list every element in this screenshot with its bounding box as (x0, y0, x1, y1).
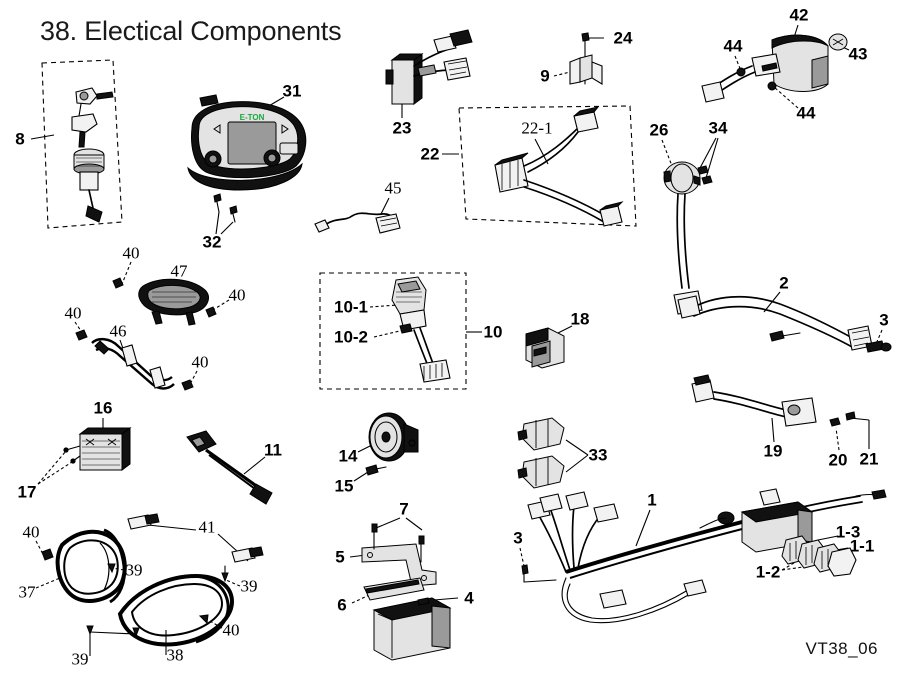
callout-26: 26 (649, 120, 669, 140)
callout-41: 41 (198, 517, 216, 537)
callout-1-1: 1-1 (849, 536, 875, 556)
callout-43: 43 (848, 44, 868, 64)
page-title: 38. Electical Components (40, 16, 342, 46)
callout-31: 31 (282, 81, 302, 101)
part-32-cluster-screws (213, 193, 238, 235)
callout-21: 21 (859, 449, 879, 469)
callout-22-1: 22-1 (521, 118, 553, 138)
callout-17: 17 (17, 482, 37, 502)
callout-22: 22 (420, 144, 440, 164)
cluster-brand-text: E-TON (240, 113, 265, 122)
callout-4: 4 (464, 588, 474, 608)
callout-23: 23 (392, 118, 412, 138)
callout-33: 33 (588, 445, 608, 465)
callout-10: 10 (483, 322, 503, 342)
callout-39-c: 39 (71, 649, 89, 669)
callout-3-a: 3 (879, 310, 889, 330)
part-18-relay (525, 325, 573, 369)
callout-44-b: 44 (796, 103, 816, 123)
callout-39-a: 39 (125, 560, 143, 580)
part-1-main-harness (519, 488, 887, 624)
callout-1: 1 (647, 490, 657, 510)
callout-32: 32 (202, 232, 222, 252)
part-33-flasher-relays (517, 417, 589, 489)
callout-10-2: 10-2 (333, 327, 369, 347)
callout-34: 34 (708, 118, 728, 138)
callout-5: 5 (335, 547, 345, 567)
callout-19: 19 (763, 441, 783, 461)
part-16-rectifier (37, 418, 132, 485)
callout-7: 7 (399, 499, 409, 519)
callout-1-3: 1-3 (835, 522, 861, 542)
part-46-harness-bracket (74, 321, 198, 391)
callout-39-b: 39 (240, 576, 258, 596)
part-4-battery-assembly (349, 517, 459, 661)
part-19-starter-cable (691, 374, 870, 451)
callout-40-a: 40 (122, 243, 140, 263)
part-45-ground-lead (314, 197, 401, 234)
callout-16: 16 (93, 398, 113, 418)
part-9-24-bracket-bolt (553, 32, 604, 85)
callout-6: 6 (337, 595, 347, 615)
part-14-horn (353, 412, 419, 482)
callout-14: 14 (338, 446, 358, 466)
callout-11: 11 (264, 440, 282, 460)
callout-9: 9 (540, 66, 550, 86)
callout-40-f: 40 (222, 620, 240, 640)
callout-46: 46 (109, 321, 127, 341)
callout-40-d: 40 (191, 352, 209, 372)
callout-37: 37 (18, 582, 36, 602)
callout-3-b: 3 (513, 528, 523, 548)
callout-20: 20 (828, 450, 848, 470)
callout-38: 38 (166, 645, 184, 665)
part-8-ignition-key-set (30, 59, 123, 229)
callout-44-a: 44 (723, 36, 743, 56)
part-23-cdi-unit (385, 29, 473, 118)
callout-10-1: 10-1 (333, 297, 369, 317)
part-2-battery-cable (677, 291, 892, 353)
callout-24: 24 (613, 28, 633, 48)
part-26-sensor (661, 137, 719, 315)
sheet-code: VT38_06 (805, 639, 878, 658)
callout-42: 42 (789, 5, 809, 25)
callout-47: 47 (170, 261, 188, 281)
callout-2: 2 (779, 273, 789, 293)
part-31-instrument-cluster: E-TON (187, 94, 307, 191)
callout-1-2: 1-2 (755, 562, 781, 582)
callout-40-b: 40 (228, 285, 246, 305)
callout-15: 15 (334, 476, 354, 496)
callout-40-e: 40 (22, 522, 40, 542)
callout-40-c: 40 (64, 303, 82, 323)
callout-18: 18 (570, 309, 590, 329)
callout-45: 45 (384, 178, 402, 198)
part-11-starter-cable (186, 430, 273, 505)
callout-8: 8 (15, 129, 25, 149)
